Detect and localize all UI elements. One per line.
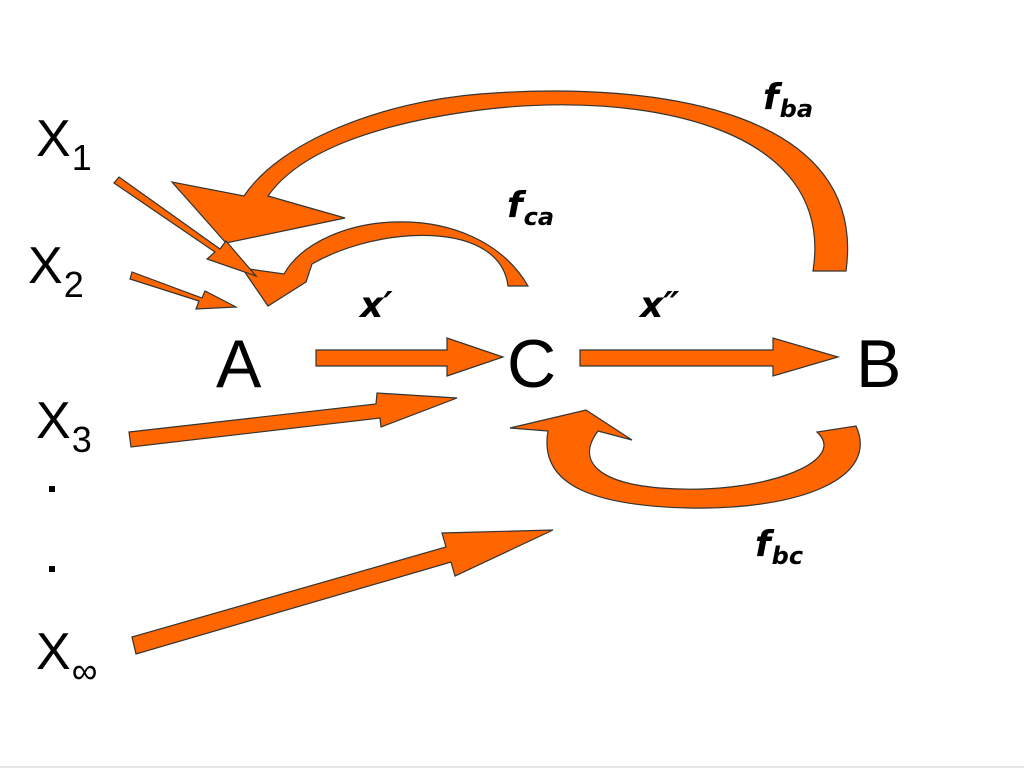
feedback-label-ba-subscript: ba (779, 95, 814, 123)
arrow-c-to-b (579, 337, 841, 377)
input-xinf-base: X (36, 623, 71, 681)
flow-label-a-to-c: x′ (360, 285, 393, 326)
input-x1-base: X (36, 110, 71, 168)
node-a-label: A (216, 326, 262, 402)
arrow-x2-to-a (129, 271, 239, 310)
feedback-label-ba: fba (763, 77, 813, 122)
input-xinf-subscript: ∞ (71, 650, 98, 691)
ellipsis-dot-2 (49, 566, 55, 572)
ellipsis-dot-1 (49, 486, 55, 492)
input-x2-base: X (28, 237, 63, 295)
input-x1-subscript: 1 (71, 137, 92, 178)
arrow-x3-to-c (128, 392, 458, 448)
feedback-label-ca: fca (507, 185, 554, 230)
input-xinf-label: X∞ (36, 623, 97, 689)
arrow-xinf-to-c (131, 529, 554, 655)
input-x3-label: X3 (36, 392, 92, 458)
arrow-a-to-c (315, 337, 505, 377)
feedback-arrow-ca (240, 221, 530, 307)
input-x3-subscript: 3 (71, 419, 92, 460)
feedback-arrow-ba (170, 90, 849, 272)
feedback-label-ba-base: f (763, 77, 779, 118)
feedback-arrow-bc (509, 409, 861, 509)
input-x1-label: X1 (36, 110, 92, 176)
feedback-label-bc-subscript: bc (771, 542, 804, 570)
feedback-label-ca-base: f (507, 185, 523, 226)
flow-label-c-to-b: x″ (640, 285, 680, 326)
input-x3-base: X (36, 392, 71, 450)
feedback-label-bc: fbc (755, 524, 803, 569)
node-b-label: B (856, 326, 902, 402)
slide-bottom-edge (0, 766, 1024, 768)
input-x2-label: X2 (28, 237, 84, 303)
feedback-label-bc-base: f (755, 524, 771, 565)
input-x2-subscript: 2 (63, 264, 84, 305)
arrow-x1-to-a (113, 176, 258, 278)
feedback-label-ca-subscript: ca (523, 203, 555, 231)
node-c-label: C (507, 326, 557, 402)
